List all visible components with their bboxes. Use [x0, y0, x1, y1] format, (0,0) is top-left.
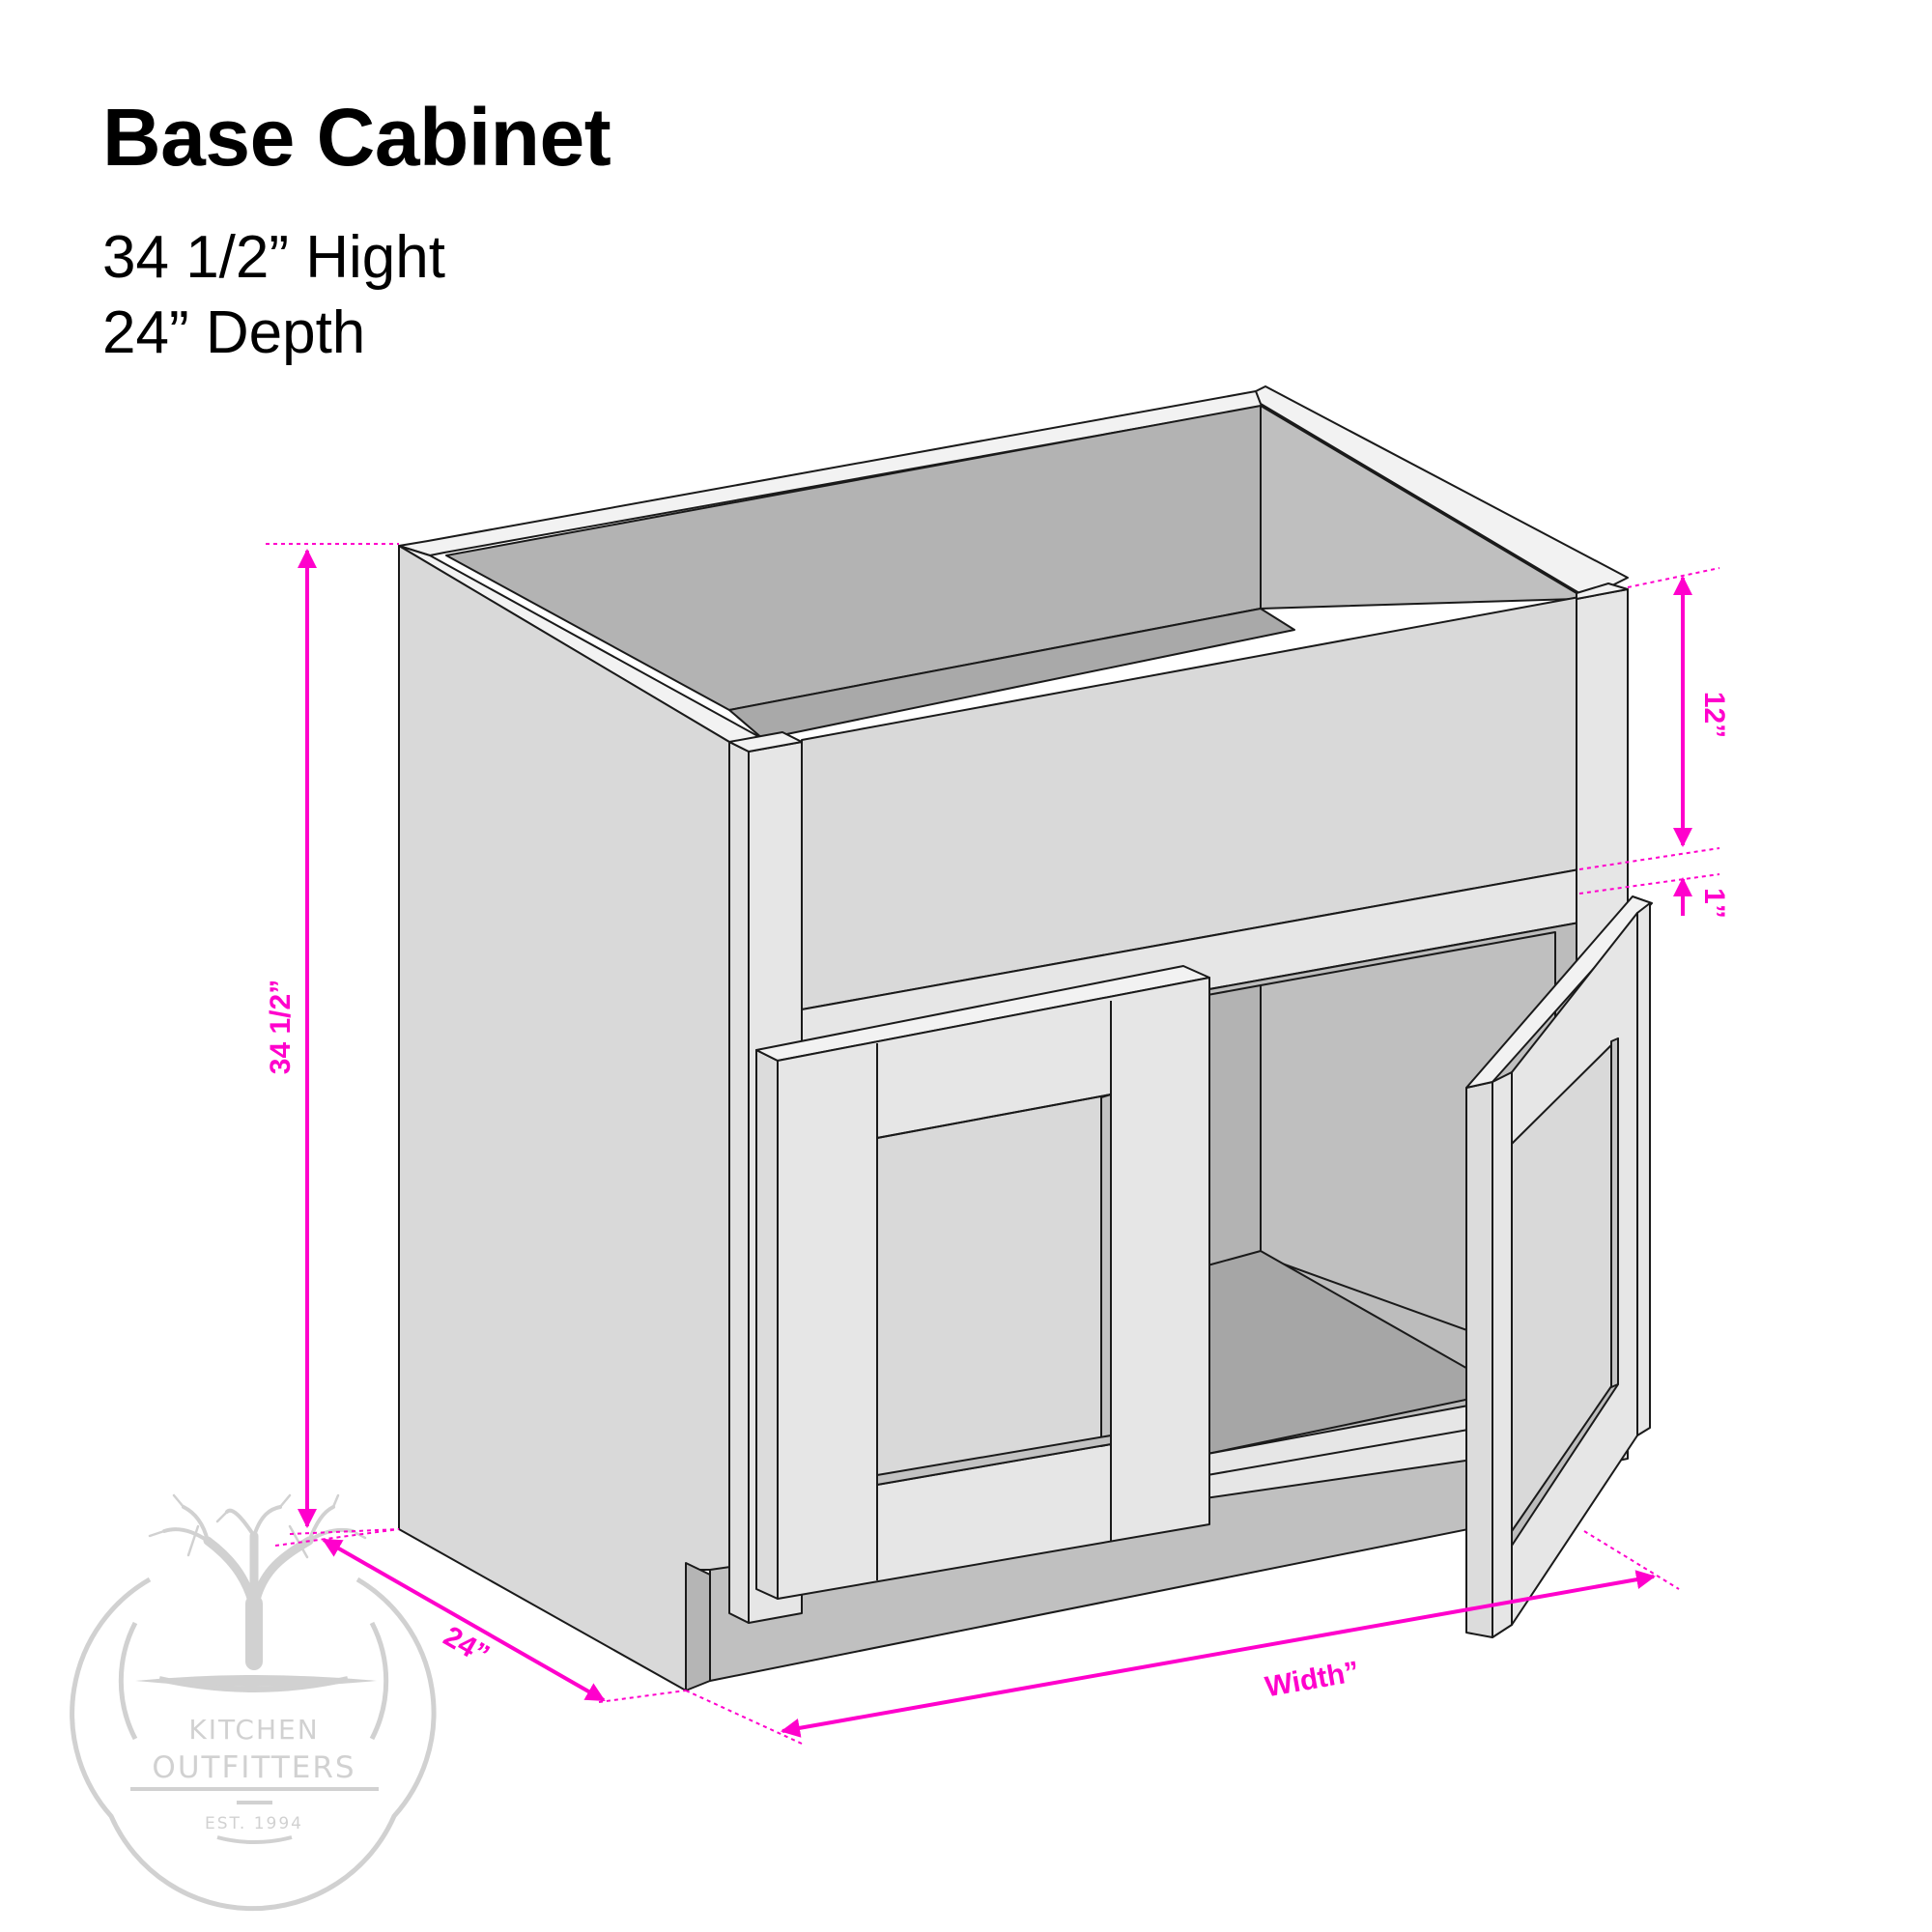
logo-line1: KITCHEN [188, 1714, 319, 1746]
apron-label: 12” [1698, 692, 1730, 738]
face-frame-right-stile-top [1576, 582, 1629, 600]
left-door[interactable] [755, 965, 1210, 1600]
rail-label: 1” [1698, 888, 1730, 919]
width-dimension-arrow [781, 1570, 1656, 1738]
tree-icon [148, 1493, 367, 1670]
kitchen-outfitters-logo: KITCHEN OUTFITTERS EST. 1994 [70, 1493, 437, 1912]
interior-right-wall-upper [1260, 405, 1577, 610]
width-label: Width” [1263, 1656, 1361, 1704]
face-frame-left-stile-top [728, 731, 803, 753]
depth-dimension-arrow [322, 1538, 606, 1702]
right-door[interactable] [1465, 895, 1653, 1638]
face-frame-left-stile-side [728, 741, 750, 1624]
depth-label: 24” [439, 1620, 495, 1671]
height-label: 34 1/2” [265, 980, 297, 1074]
interior-floor-upper [728, 608, 1295, 740]
left-door-panel [876, 1094, 1112, 1486]
page-title: Base Cabinet [102, 92, 611, 183]
cabinet [398, 385, 1653, 1691]
header: Base Cabinet 34 1/2” Hight 24” Depth [102, 97, 611, 371]
dimensions: 34 1/2” 24” Width” 12” 1” [265, 543, 1730, 1745]
spec-height: 34 1/2” Hight [102, 224, 445, 291]
side-panel-left [398, 545, 730, 1691]
logo-line2: OUTFITTERS [152, 1750, 355, 1785]
interior-lower-left-wall [1207, 984, 1262, 1266]
spec-depth: 24” Depth [102, 299, 366, 366]
logo-established: EST. 1994 [205, 1814, 303, 1833]
toe-kick-side [685, 1562, 711, 1691]
logo-outer-ring [70, 1577, 437, 1912]
spec-list: 34 1/2” Hight 24” Depth [102, 220, 611, 371]
